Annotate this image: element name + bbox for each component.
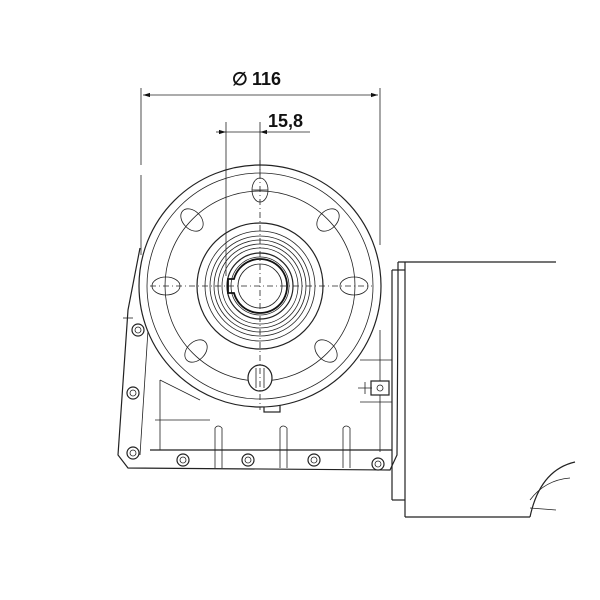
dimension-diameter: ∅ 116 — [140, 69, 381, 255]
bolt-icon — [126, 386, 140, 400]
bolt-icon — [241, 453, 255, 467]
dimension-offset: 15,8 — [216, 111, 310, 276]
offset-value: 15,8 — [268, 111, 303, 131]
motor-housing — [391, 261, 576, 518]
diameter-value: 116 — [252, 69, 281, 89]
bolt-icon — [176, 453, 190, 467]
bolt-icon — [371, 457, 385, 471]
diameter-symbol: ∅ — [232, 69, 248, 89]
bolt-icon — [126, 446, 140, 460]
bolt-icon — [307, 453, 321, 467]
center-lines — [150, 160, 372, 410]
casing-bolts — [126, 323, 390, 471]
bolt-icon — [370, 380, 390, 396]
gearbox-casing — [117, 247, 399, 471]
bolt-icon — [131, 323, 145, 337]
